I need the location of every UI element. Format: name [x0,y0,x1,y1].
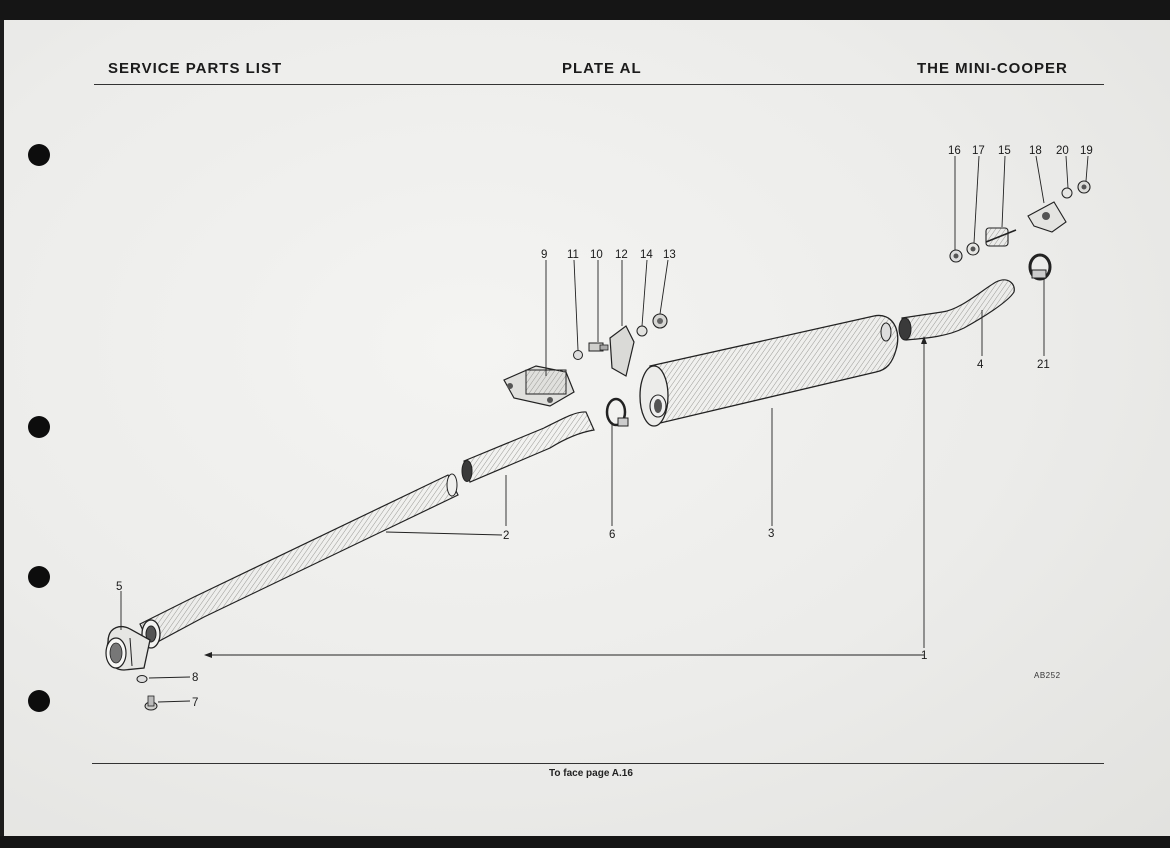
arrowhead [204,652,212,658]
footer-note: To face page A.16 [549,768,633,779]
callout-3: 3 [768,528,774,540]
silencer [639,314,899,427]
exhaust-system-diagram: 1 2 3 4 5 6 7 8 9 10 11 12 13 14 15 16 1… [105,145,1093,711]
callout-14: 14 [640,249,653,261]
header-left-title: SERVICE PARTS LIST [108,60,283,77]
callout-11: 11 [567,249,579,261]
callout-1: 1 [921,650,927,662]
callout-2: 2 [503,530,509,542]
spring-washer [573,350,583,360]
callout-5: 5 [116,581,122,593]
flexible-mounting [949,180,1091,263]
scan-border-bottom [0,836,1170,848]
self-locking-nut [652,313,668,329]
parts-plate-page: SERVICE PARTS LIST PLATE AL THE MINI-COO… [4,20,1170,836]
callout-15: 15 [998,145,1011,157]
callout-20: 20 [1056,145,1069,157]
binder-hole [28,566,50,588]
bracket-bolt [588,342,609,352]
callout-17: 17 [972,145,985,157]
mounting-bracket [503,365,575,407]
leader-lines [120,155,1089,703]
callout-18: 18 [1029,145,1042,157]
header-rule [94,84,1104,85]
tail-pipe-clip [1028,253,1052,281]
callout-7: 7 [192,697,198,709]
pipe-clip [605,397,629,427]
binder-hole [28,416,50,438]
intermediate-pipe [461,411,595,483]
strap-bracket [609,325,635,377]
bolt [144,695,158,711]
callout-13: 13 [663,249,676,261]
header-right-title: THE MINI-COOPER [917,60,1068,77]
callout-12: 12 [615,249,628,261]
tail-pipe [898,279,1015,341]
callout-10: 10 [590,249,603,261]
front-pipe [139,473,459,649]
scan-border-top [0,0,1170,20]
plain-washer [636,325,648,337]
callout-16: 16 [948,145,961,157]
callout-4: 4 [977,359,984,371]
callout-19: 19 [1080,145,1093,157]
footer-rule [92,763,1104,764]
binder-hole [28,144,50,166]
washer [136,675,148,683]
front-pipe-clamp [105,626,151,671]
header-plate-label: PLATE AL [562,60,642,77]
figure-reference: AB252 [1034,671,1061,680]
binder-hole [28,690,50,712]
callout-9: 9 [541,249,547,261]
callout-8: 8 [192,672,198,684]
arrowhead [921,336,927,344]
callout-6: 6 [609,529,615,541]
callout-21: 21 [1037,359,1050,371]
